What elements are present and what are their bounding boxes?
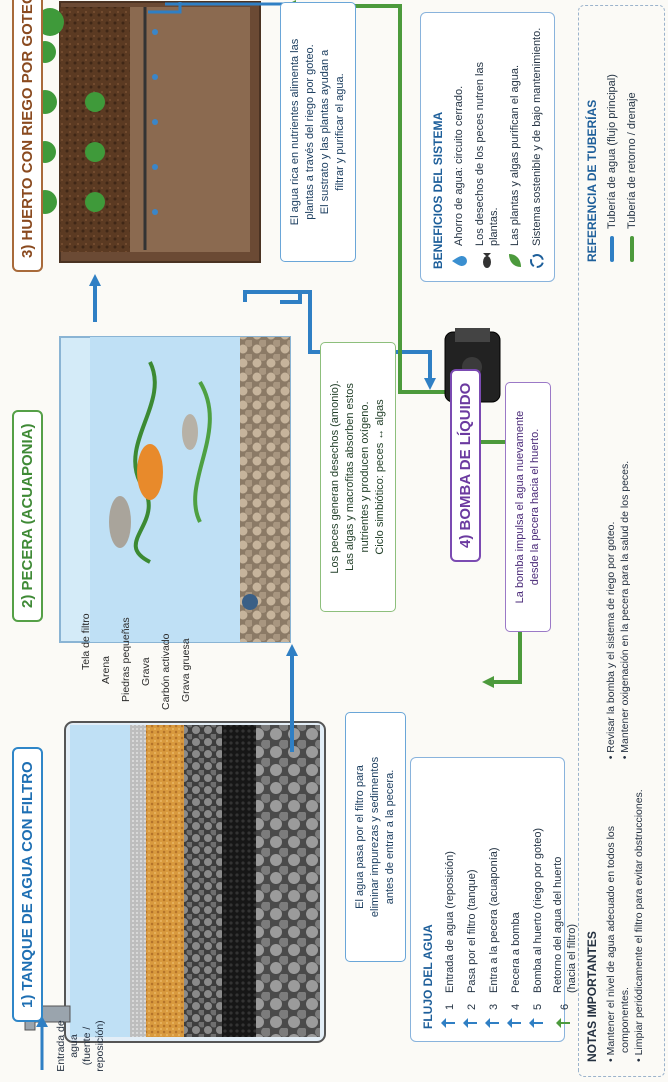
layer-small-stones [184,725,222,1037]
note-item: • Revisar la bomba y el sistema de riego… [605,521,617,760]
benefit-item: Los desechos de los peces nutren las pla… [473,25,501,269]
pipe-swatch-icon [630,236,634,262]
huerto-title: 3) HUERTO CON RIEGO POR GOTEO [12,0,43,272]
pipe-swatch-icon [610,236,614,262]
important-notes: NOTAS IMPORTANTES • Mantener el nivel de… [585,442,646,1062]
arrow-up-icon [556,1017,574,1029]
tank-title: 1) TANQUE DE AGUA CON FILTRO [12,747,43,1022]
pipe-reference: REFERENCIA DE TUBERÍAS Tubería de agua (… [585,22,639,262]
label-filter-cloth: Tela de filtro [80,613,92,670]
label-coarse-gravel: Grava gruesa [180,638,192,702]
benefits-title: BENEFICIOS DEL SISTEMA [431,111,445,269]
bomba-note: La bomba impulsa el agua nuevamente desd… [505,382,551,632]
fish-icon-small [182,414,198,450]
huerto-note: El agua rica en nutrientes alimenta las … [280,2,356,262]
water-drop-icon [451,253,467,269]
arrow-up-icon [441,1017,459,1029]
note-item: • Mantener el nivel de agua adecuado en … [605,825,617,1062]
benefit-item: Sistema sostenible y de bajo mantenimien… [529,25,545,269]
layer-sand [146,725,184,1037]
label-small-stones: Piedras pequeñas [120,617,132,702]
reference-item: Tubería de retorno / drenaje [625,22,639,262]
notes-title: NOTAS IMPORTANTES [585,931,599,1062]
garden-bed [33,1,261,263]
layer-filter-cloth [130,725,146,1037]
reference-title: REFERENCIA DE TUBERÍAS [585,99,599,262]
fish-icon-orange [137,444,163,500]
reference-item: Tubería de agua (flujo principal) [605,22,619,262]
bomba-title: 4) BOMBA DE LÍQUIDO [450,368,481,562]
pecera-title: 2) PECERA (ACUAPONIA) [12,409,43,622]
fish-icon-grey [109,496,131,548]
recycle-icon [529,253,545,269]
benefits-panel: BENEFICIOS DEL SISTEMA Ahorro de agua: c… [420,12,555,282]
note-item: • Limpiar periódicamente el filtro para … [633,789,645,1062]
label-sand: Arena [100,655,112,684]
pipe-pecera-to-bomba [243,290,432,382]
layer-activated-carbon [222,725,256,1037]
tank-note: El agua pasa por el filtro para eliminar… [345,712,406,962]
label-carbon: Carbón activado [160,633,172,710]
layer-coarse-gravel [256,725,320,1037]
arrow-up-icon [485,1017,503,1029]
label-gravel: Grava [140,657,152,686]
flow-title: FLUJO DEL AGUA [421,924,435,1029]
benefits-list: Ahorro de agua: circuito cerrado. Los des… [451,25,545,269]
benefit-item: Ahorro de agua: circuito cerrado. [451,25,467,269]
arrow-up-icon [529,1017,547,1029]
filter-tank [24,721,326,1043]
inlet-label: Entrada de agua (fuente / reposición) [55,1020,106,1072]
note-item: • Mantener oxigenación en la pecera para… [619,460,631,760]
aquarium [59,336,291,643]
benefit-item: Las plantas y algas purifican el agua. [507,25,523,269]
arrow-up-icon [507,1017,525,1029]
fish-icon [479,253,495,269]
arrow-up-icon [463,1017,481,1029]
pecera-note: Los peces generan desechos (amonio). Las… [320,342,396,612]
note-item-cont: componentes. [619,987,631,1053]
leaf-icon [507,253,523,269]
reference-list: Tubería de agua (flujo principal) Tubería… [605,22,639,262]
